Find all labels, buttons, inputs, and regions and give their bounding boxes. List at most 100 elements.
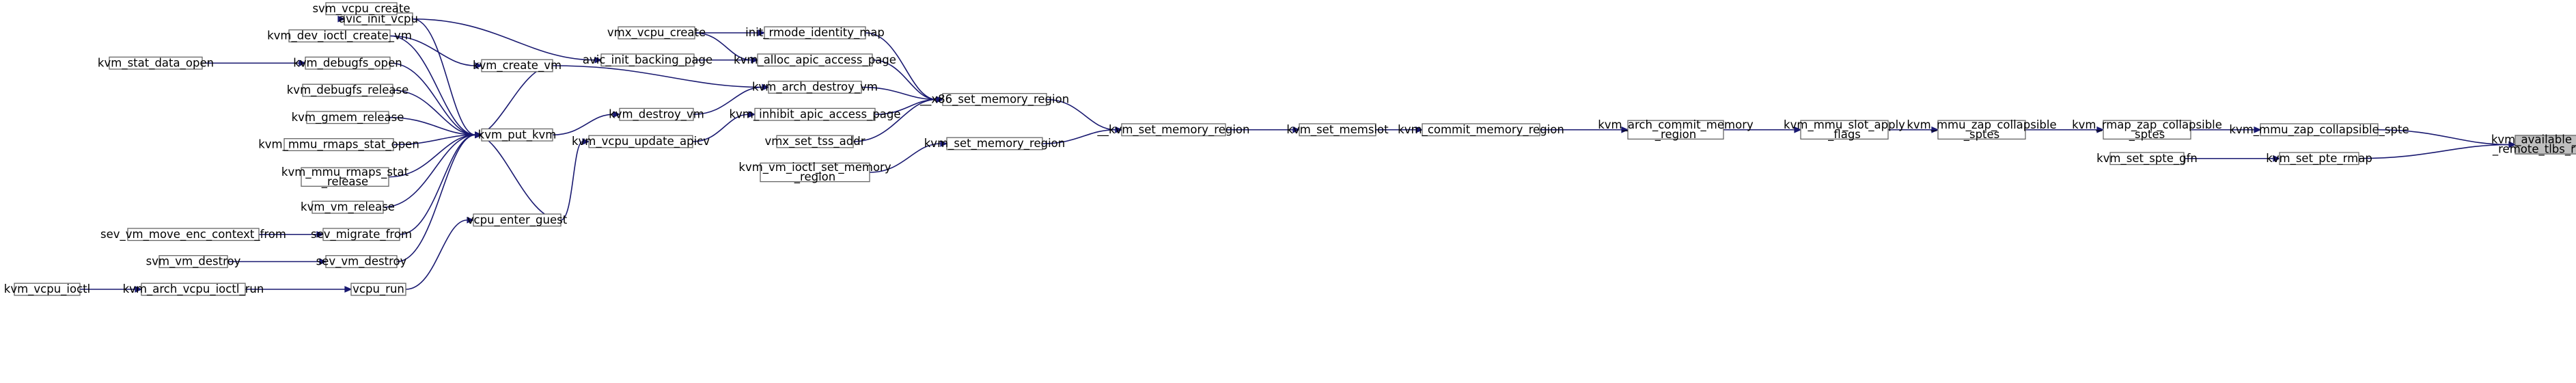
node-label: __kvm_set_memory_region [1097, 123, 1250, 137]
function-node[interactable]: avic_init_vcpu [339, 12, 418, 26]
edge-line [389, 35, 476, 136]
function-node[interactable]: kvm_dev_ioctl_create_vm [267, 29, 412, 43]
node-box [301, 167, 389, 187]
function-node[interactable]: kvm_mmu_zap_collapsible_spte [2229, 123, 2409, 137]
node-box [325, 2, 398, 16]
node-label: avic_init_backing_page [583, 53, 712, 67]
arrowhead-icon [582, 138, 590, 145]
function-node[interactable]: kvm_set_memslot [1286, 123, 1389, 137]
function-node[interactable]: kvm_set_memory_region [924, 137, 1065, 150]
edge-line [872, 59, 937, 101]
function-node[interactable]: svm_vcpu_create [312, 2, 410, 16]
function-node[interactable]: kvm_gmem_release [292, 111, 404, 124]
function-node[interactable]: sev_migrate_from [311, 228, 412, 241]
node-box [776, 135, 854, 148]
function-node[interactable]: kvm_vcpu_update_apicv [572, 135, 710, 148]
node-label: kvm_arch_destroy_vm [752, 81, 878, 94]
function-node[interactable]: vmx_set_tss_addr [764, 135, 865, 148]
function-node[interactable]: vcpu_enter_guest [467, 213, 568, 227]
node-label: kvm_vcpu_update_apicv [572, 135, 710, 148]
function-node[interactable]: kvm_stat_data_open [98, 56, 214, 70]
arrowhead-icon [1292, 126, 1301, 133]
function-node[interactable]: kvm_debugfs_release [287, 83, 409, 97]
node-box [764, 26, 866, 40]
node-label: kvm_vcpu_ioctl [4, 282, 90, 296]
function-node[interactable]: kvm_arch_destroy_vm [752, 81, 878, 94]
arrowhead-icon [2508, 141, 2517, 148]
arrowhead-icon [316, 230, 324, 238]
function-node[interactable]: kvm_vm_release [301, 200, 395, 214]
node-box [109, 56, 203, 70]
function-node[interactable]: vmx_vcpu_create [607, 26, 706, 40]
function-node[interactable]: kvm_set_spte_gfn [2096, 152, 2198, 166]
node-box [325, 255, 398, 268]
edge-line [393, 134, 476, 146]
function-node[interactable]: avic_init_backing_page [583, 53, 712, 67]
node-label: kvm_inhibit_apic_access_page [729, 107, 900, 121]
node-box [283, 138, 394, 151]
node-box [1422, 123, 1540, 137]
function-node[interactable]: kvm_inhibit_apic_access_page [729, 107, 900, 121]
node-label: _sptes [1963, 128, 2000, 142]
function-node[interactable]: __x86_set_memory_region [919, 93, 1069, 107]
call-edge [1376, 126, 1424, 133]
edge-line [392, 90, 476, 136]
edge-line [412, 18, 596, 61]
function-node[interactable]: kvm_put_kvm [478, 128, 557, 142]
node-box [619, 107, 694, 121]
node-box [757, 53, 873, 67]
arrowhead-icon [337, 15, 346, 23]
node-box [1937, 120, 2026, 140]
node-box [14, 282, 81, 296]
function-node[interactable]: kvm_vcpu_ioctl [4, 282, 90, 296]
call-edge [693, 83, 770, 116]
function-node[interactable]: kvm_mmu_rmaps_stat_release [281, 166, 409, 189]
function-node[interactable]: kvm_rmap_zap_collapsible_sptes [2072, 118, 2222, 142]
node-label: kvm_gmem_release [292, 111, 404, 124]
node-label: kvm_mmu_zap_collapsible_spte [2229, 123, 2409, 137]
node-label: kvm_put_kvm [478, 128, 557, 142]
function-node[interactable]: kvm_debugfs_open [293, 56, 402, 70]
function-node[interactable]: kvm_create_vm [473, 59, 562, 72]
node-label: sev_vm_destroy [316, 255, 407, 269]
arrowhead-icon [475, 131, 483, 139]
node-label: sev_vm_move_enc_context_from [100, 228, 286, 241]
call-edge [412, 18, 603, 64]
call-edge [2184, 155, 2281, 162]
function-node[interactable]: kvm_arch_commit_memory_region [1598, 118, 1754, 142]
function-node[interactable]: kvm_vm_ioctl_set_memory_region [738, 161, 891, 184]
arrowhead-icon [940, 140, 948, 147]
node-label: kvm_vm_ioctl_set_memory [738, 161, 891, 174]
function-node[interactable]: kvm_mmu_zap_collapsible_sptes [1907, 118, 2056, 142]
function-node[interactable]: vcpu_run [350, 282, 406, 296]
call-edge [1042, 126, 1123, 144]
function-node[interactable]: __kvm_set_memory_region [1097, 123, 1250, 137]
function-node[interactable]: kvm_alloc_apic_access_page [734, 53, 896, 67]
edge-line [1046, 98, 1116, 131]
edge-line [853, 98, 937, 142]
function-node[interactable]: kvm_mmu_slot_apply_flags [1784, 118, 1905, 142]
function-node[interactable]: kvm_arch_vcpu_ioctl_run [123, 282, 264, 296]
nodes-layer: kvm_available_flush_remote_tlbs_rangekvm… [4, 2, 2576, 296]
node-label: kvm_arch_vcpu_ioctl_run [123, 282, 264, 296]
node-label: kvm_commit_memory_region [1398, 123, 1564, 137]
function-node[interactable]: sev_vm_destroy [316, 255, 407, 269]
call-edge [1723, 126, 1802, 133]
function-node[interactable]: svm_vm_destroy [146, 255, 241, 269]
node-label: vcpu_enter_guest [467, 213, 568, 227]
function-node[interactable]: sev_vm_move_enc_context_from [100, 228, 286, 241]
node-box [127, 228, 260, 241]
call-edge [869, 140, 948, 173]
node-label: kvm_mmu_zap_collapsible [1907, 118, 2056, 132]
node-box [1299, 123, 1376, 137]
function-node[interactable]: kvm_set_pte_rmap [2266, 152, 2372, 166]
call-edge [695, 29, 766, 36]
node-box [946, 137, 1043, 150]
arrowhead-icon [762, 83, 770, 91]
node-box [481, 59, 553, 72]
function-node[interactable]: kvm_mmu_rmaps_stat_open [258, 138, 419, 152]
function-node[interactable]: init_rmode_identity_map [745, 26, 885, 40]
call-edge [258, 230, 324, 238]
function-node[interactable]: kvm_destroy_vm [609, 107, 704, 121]
function-node[interactable]: kvm_commit_memory_region [1398, 123, 1564, 137]
